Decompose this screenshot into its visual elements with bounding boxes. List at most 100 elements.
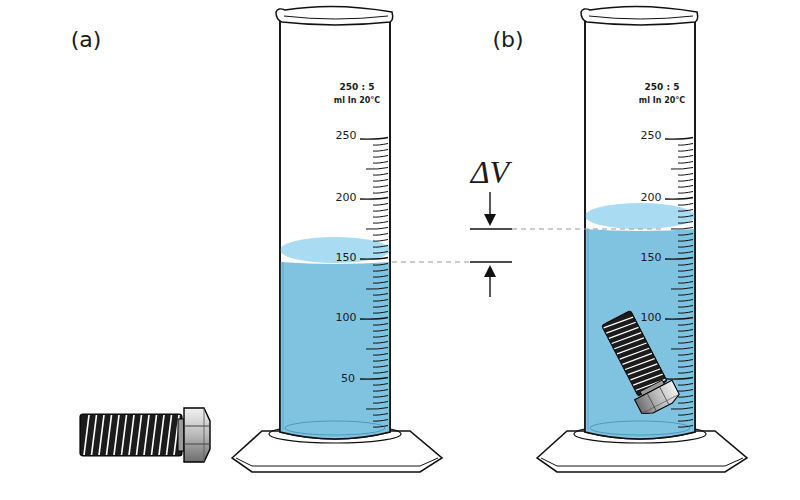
scale-ticks [671,288,693,290]
scale-ticks [373,150,388,152]
graduated-cylinder [541,458,743,466]
scale-ticks [678,294,693,296]
scale-ticks [373,396,388,398]
graduated-cylinder [585,229,695,439]
scale-ticks [373,210,388,212]
scale-ticks [373,336,388,338]
graduated-cylinder [590,421,690,435]
scale-ticks [678,174,693,176]
scale-ticks [373,204,388,206]
scale-ticks [678,390,693,392]
scale-ticks [366,288,388,290]
scale-ticks [678,420,693,422]
scale-ticks [665,198,693,200]
scale-ticks [671,168,693,170]
scale-number: 250 [336,130,357,142]
graduated-cylinder [537,6,747,472]
scale-ticks [678,342,693,344]
scale-ticks [671,228,693,230]
scale-number: 200 [336,192,357,204]
scale-ticks [373,420,388,422]
scale-ticks [366,408,388,410]
scale-ticks [678,216,693,218]
scale-ticks [678,396,693,398]
scale-number: 50 [341,373,355,385]
scale-ticks [373,180,388,182]
scale-ticks [678,300,693,302]
scale-ticks [665,138,693,140]
delta-v-marker [484,214,496,226]
scale-ticks [360,378,388,380]
panel-label: (a) [71,28,102,52]
scale-ticks [678,222,693,224]
scale-ticks [678,402,693,404]
scale-ticks [678,324,693,326]
graduated-cylinder [284,16,388,19]
graduated-cylinder [285,421,385,435]
scale-ticks [373,384,388,386]
scale-ticks [373,186,388,188]
graduated-cylinder [236,458,438,466]
scale-ticks [678,426,693,428]
scale-ticks [373,246,388,248]
scale-ticks [678,270,693,272]
panel-label: (b) [492,28,523,52]
graduated-cylinder [585,203,695,229]
scale-ticks [678,156,693,158]
graduated-cylinder [280,18,390,439]
scale-ticks [373,240,388,242]
scale-number: 150 [336,252,357,264]
scale-ticks [678,192,693,194]
scale-ticks [373,372,388,374]
scale-ticks [678,312,693,314]
graduated-cylinder [589,16,693,19]
scale-ticks [373,156,388,158]
scale-ticks [360,258,388,260]
scale-ticks [373,264,388,266]
scale-ticks [360,198,388,200]
cylinder-marking: ml In 20°C [334,97,380,106]
scale-ticks [671,348,693,350]
scale-ticks [373,366,388,368]
scale-number: 150 [641,252,662,264]
graduated-cylinder [232,6,442,472]
scale-ticks [373,234,388,236]
scale-ticks [373,312,388,314]
cylinder-marking: 250 : 5 [645,83,680,93]
scale-ticks [678,180,693,182]
scale-ticks [678,162,693,164]
scale-ticks [373,324,388,326]
scale-ticks [373,294,388,296]
scale-ticks [671,408,693,410]
scale-ticks [678,150,693,152]
scale-ticks [678,264,693,266]
delta-v-marker [470,229,512,262]
scale-ticks [373,426,388,428]
scale-ticks [678,210,693,212]
scale-ticks [665,378,693,380]
scale-ticks [665,258,693,260]
scale-ticks [360,138,388,428]
scale-ticks [373,414,388,416]
scale-ticks [678,246,693,248]
delta-v-label: ΔV [471,155,509,190]
scale-ticks [373,162,388,164]
scale-number: 200 [641,192,662,204]
graduated-cylinder [283,262,284,430]
scale-number: 250 [641,130,662,142]
scale-ticks [678,366,693,368]
cylinder-marking: ml In 20°C [639,97,685,106]
scale-ticks [678,144,693,146]
scale-ticks [665,318,693,320]
scale-ticks [373,300,388,302]
scale-ticks [373,306,388,308]
scale-ticks [678,414,693,416]
scale-ticks [678,252,693,254]
scale-ticks [678,276,693,278]
scale-ticks [373,270,388,272]
scale-ticks [373,342,388,344]
scale-ticks [373,144,388,146]
